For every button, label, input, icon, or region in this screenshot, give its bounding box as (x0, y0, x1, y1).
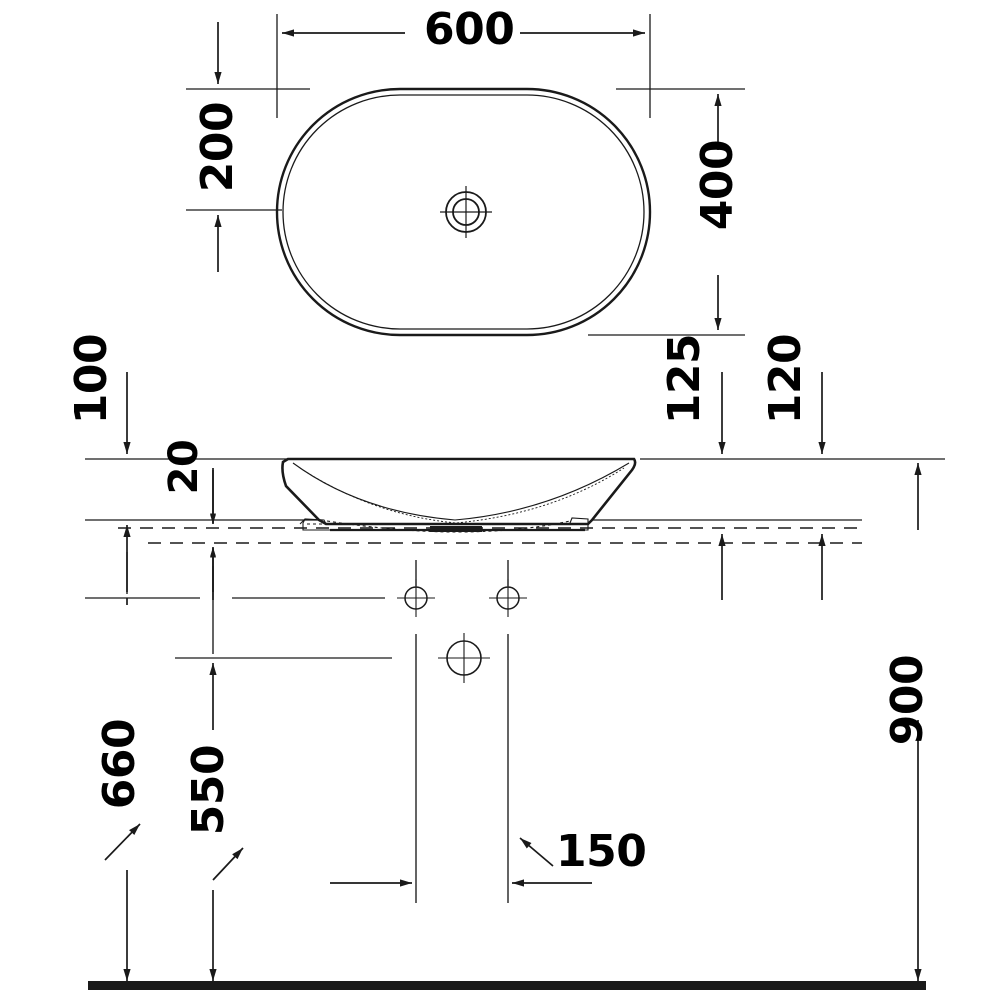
drain-crosshair-icon (440, 186, 492, 238)
elevation-reference-lines (85, 458, 862, 659)
dimension-660 (104, 598, 141, 981)
dimension-label-550: 550 (183, 744, 234, 836)
dimension-900 (862, 458, 945, 981)
dimension-150 (330, 837, 592, 887)
dimension-label-400: 400 (692, 139, 743, 231)
dimension-label-20: 20 (161, 439, 207, 495)
dimension-550 (209, 663, 244, 981)
basin-side-profile (281, 457, 637, 533)
dimension-label-150: 150 (556, 826, 647, 877)
dimension-label-660: 660 (94, 718, 145, 810)
countertop-dashed-lines (118, 527, 862, 544)
dimension-label-200: 200 (192, 101, 243, 193)
top-view-basin-outline (275, 87, 652, 337)
dimension-label-120: 120 (760, 333, 811, 425)
dimension-label-900: 900 (882, 654, 933, 746)
dimension-label-600: 600 (424, 4, 515, 55)
waste-outlet-crosshair-icon (438, 633, 490, 683)
top-view-extension-lines (186, 14, 745, 336)
elevation-vertical-extension-lines (126, 552, 509, 903)
dimension-label-125: 125 (659, 333, 710, 425)
dimension-label-100: 100 (66, 333, 117, 425)
finished-floor-line (88, 981, 926, 990)
